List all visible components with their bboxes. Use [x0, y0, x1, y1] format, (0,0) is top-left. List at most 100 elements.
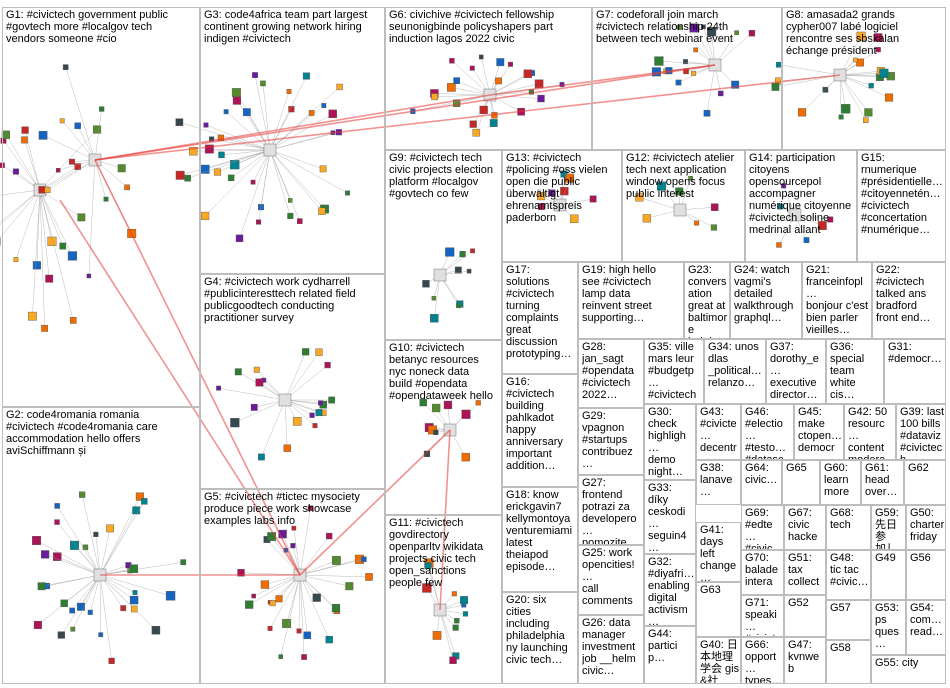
group-label: G32: #diyafri… enabling digital activism… [648, 556, 695, 626]
inter-group-edge [94, 159, 301, 576]
group-box-g20: G20: six cities including philadelphia n… [502, 592, 578, 684]
node [260, 80, 266, 87]
node [132, 590, 138, 595]
group-box-g68: G68: tech [826, 505, 871, 550]
node [201, 211, 210, 221]
node [62, 64, 69, 70]
edge [489, 94, 542, 99]
edge [489, 73, 528, 96]
node [781, 183, 787, 189]
group-box-g7: G7: codeforall join march #civictech rel… [592, 7, 782, 150]
node [459, 251, 466, 258]
node [60, 599, 68, 607]
node [69, 317, 77, 324]
edge [434, 94, 491, 97]
node [245, 600, 254, 609]
edge [239, 149, 271, 239]
node [324, 361, 331, 369]
edge [253, 574, 301, 597]
node [319, 165, 327, 173]
node [673, 203, 687, 217]
node [452, 624, 459, 631]
node [365, 573, 373, 581]
node [856, 58, 864, 67]
group-label: G22: #civictech talked ans bradford fron… [876, 264, 931, 324]
group-label: G13: #civictech #policing #oss vielen op… [506, 152, 608, 224]
node [469, 65, 475, 71]
edge [451, 60, 491, 96]
node [472, 128, 481, 137]
node [560, 186, 569, 196]
node [130, 605, 138, 613]
node [256, 219, 262, 225]
group-box-g6: G6: civichive #civictech fellowship seun… [385, 7, 592, 150]
node [430, 313, 439, 323]
node [218, 151, 225, 159]
group-label: G31: #democr… [888, 341, 942, 365]
group-label: G46: #electio… #testo… #datasc… [745, 406, 786, 460]
group-label: G47: kvnweb [788, 639, 820, 675]
inter-group-edge [299, 429, 451, 576]
node [433, 429, 439, 436]
node [309, 412, 315, 418]
node [675, 187, 684, 196]
node [21, 126, 29, 134]
group-box-g32: G32: #diyafri… enabling digital activism… [644, 554, 696, 626]
edge [42, 135, 96, 161]
group-label: G6: civichive #civictech fellowship seun… [389, 9, 555, 45]
node [87, 609, 93, 615]
group-label: G26: data manager investment job __helm … [582, 617, 636, 677]
node [879, 68, 889, 78]
node [466, 268, 472, 274]
node [345, 582, 354, 591]
group-label: G51: tax collect… [788, 552, 820, 595]
node [41, 550, 50, 559]
node [803, 237, 810, 243]
group-label: G14: participation citoyens opensourcepo… [749, 152, 852, 236]
node [710, 224, 718, 231]
group-box-g35: G35: ville mars leur #budgetp… #civictec… [644, 339, 704, 404]
group-label: G41: days left change… innovat… [700, 524, 737, 582]
edge [99, 574, 171, 597]
node [165, 591, 176, 601]
edge [94, 159, 107, 200]
edge [269, 149, 323, 212]
group-box-g19: G19: high hello see #civictech lamp data… [578, 262, 684, 339]
node [250, 179, 256, 185]
edge [221, 149, 271, 156]
node [419, 398, 427, 407]
edge [5, 134, 41, 191]
node [537, 94, 545, 103]
edge [45, 554, 101, 576]
node [748, 30, 756, 37]
node [184, 174, 191, 182]
edge [39, 189, 64, 247]
group-label: G50: charter friday… [910, 507, 945, 550]
group-box-g26: G26: data manager investment job __helm … [578, 615, 644, 684]
group-label: G11: #civictech govdirectory openparltv … [389, 517, 484, 589]
edge [234, 399, 286, 423]
group-box-g64: G64: civic… [741, 460, 782, 505]
group-label: G21: franceinfopl… bonjour c'est bien pa… [806, 264, 869, 336]
node [312, 593, 321, 602]
group-box-g39: G39: last 100 bills #dataviz #civictech… [896, 404, 946, 460]
node [657, 181, 667, 191]
group-box-g3: G3: code4africa team part largest contin… [200, 7, 385, 274]
edge [269, 112, 312, 151]
node [548, 189, 556, 197]
node [461, 452, 470, 462]
node [33, 620, 42, 630]
group-box-g33: G33: díky ceskodi… seguin4… paŕáda… [644, 480, 696, 554]
node [86, 273, 92, 279]
group-box-g37: G37: dorothy_e… executive director… [766, 339, 826, 404]
node [230, 418, 240, 428]
node [345, 190, 350, 196]
edge [299, 574, 370, 578]
group-label: G68: tech [830, 507, 854, 531]
group-label: G57 [830, 602, 851, 614]
node [489, 119, 498, 127]
node [223, 109, 229, 115]
group-label: G23: conversation great at baltimore bal… [688, 264, 728, 338]
group-box-g5: G5: #civictech #tictec mysociety produce… [200, 489, 385, 684]
node [326, 532, 333, 540]
